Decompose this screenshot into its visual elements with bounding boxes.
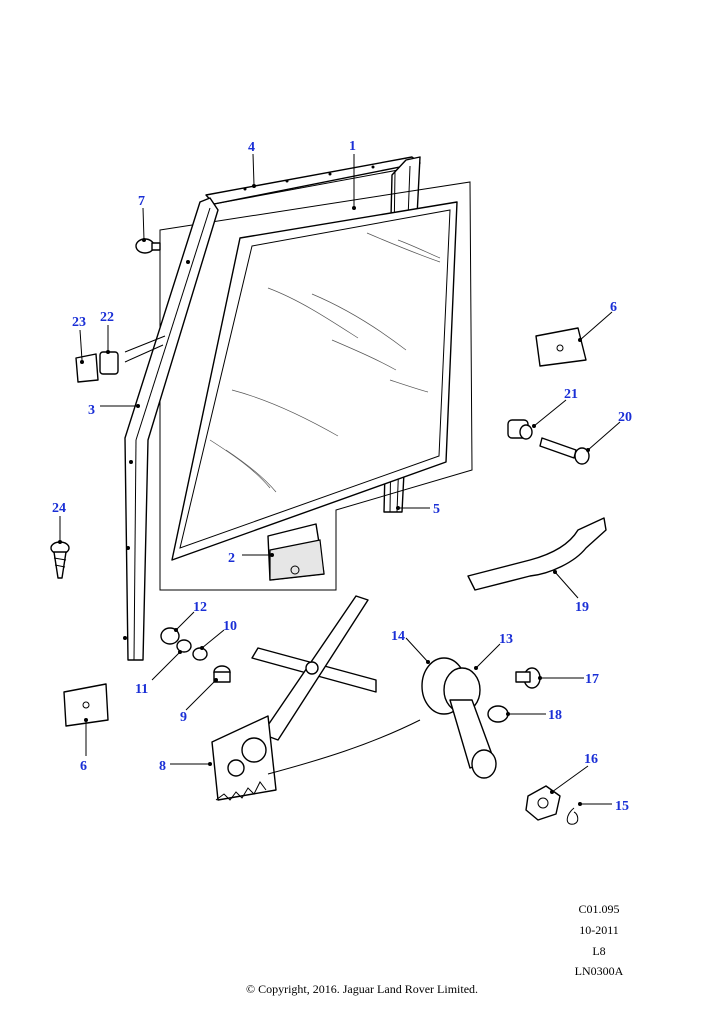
part-nut-21 (507, 419, 533, 440)
callout-13: 13 (499, 632, 513, 647)
callout-12: 12 (193, 600, 207, 615)
part-screw-24 (50, 541, 70, 579)
part-handle-19 (467, 517, 607, 591)
callout-20: 20 (618, 410, 632, 425)
diagram-code: C01.095 (578, 902, 620, 916)
callout-8: 8 (159, 759, 166, 774)
part-knob-18 (487, 705, 509, 723)
part-washer-11 (176, 639, 192, 653)
part-pad-left (63, 683, 109, 727)
callout-10: 10 (223, 619, 237, 634)
callout-14: 14 (391, 629, 405, 644)
callout-15: 15 (615, 799, 629, 814)
callout-2: 2 (228, 551, 235, 566)
part-pad-right (535, 327, 587, 367)
callout-4: 4 (248, 140, 255, 155)
part-regulator (211, 595, 421, 801)
callout-5: 5 (433, 502, 440, 517)
part-washer-10 (192, 647, 208, 661)
part-clip-22 (99, 351, 119, 375)
part-nut-16 (525, 785, 561, 821)
callout-19: 19 (575, 600, 589, 615)
callout-22: 22 (100, 310, 114, 325)
callout-23: 23 (72, 315, 86, 330)
diagram-ref: LN0300A (574, 964, 624, 978)
callout-11: 11 (135, 682, 148, 697)
part-top-channel (205, 156, 421, 205)
part-screw-17 (515, 667, 541, 689)
copyright-notice: © Copyright, 2016. Jaguar Land Rover Lim… (245, 982, 479, 996)
callout-3: 3 (88, 403, 95, 418)
part-glass-clamp (267, 523, 325, 581)
part-winder-13 (443, 667, 497, 779)
part-clip-15 (566, 807, 579, 825)
callout-21: 21 (564, 387, 578, 402)
part-screw-top (135, 238, 161, 254)
part-nut-12 (160, 627, 180, 645)
leader-lines (58, 153, 621, 806)
callout-6-left: 6 (80, 759, 87, 774)
part-front-channel (123, 197, 219, 661)
part-screw-20 (539, 437, 590, 465)
diagram-date: 10-2011 (579, 923, 619, 937)
callout-18: 18 (548, 708, 562, 723)
callout-16: 16 (584, 752, 598, 767)
part-clip-23 (75, 353, 99, 383)
callout-17: 17 (585, 672, 599, 687)
diagram-level: L8 (592, 944, 606, 958)
callout-6-right: 6 (610, 300, 617, 315)
part-glass (159, 181, 473, 591)
callout-9: 9 (180, 710, 187, 725)
callout-24: 24 (52, 501, 66, 516)
callout-7: 7 (138, 194, 145, 209)
callout-1: 1 (349, 139, 356, 154)
part-bolt-9 (213, 665, 231, 683)
